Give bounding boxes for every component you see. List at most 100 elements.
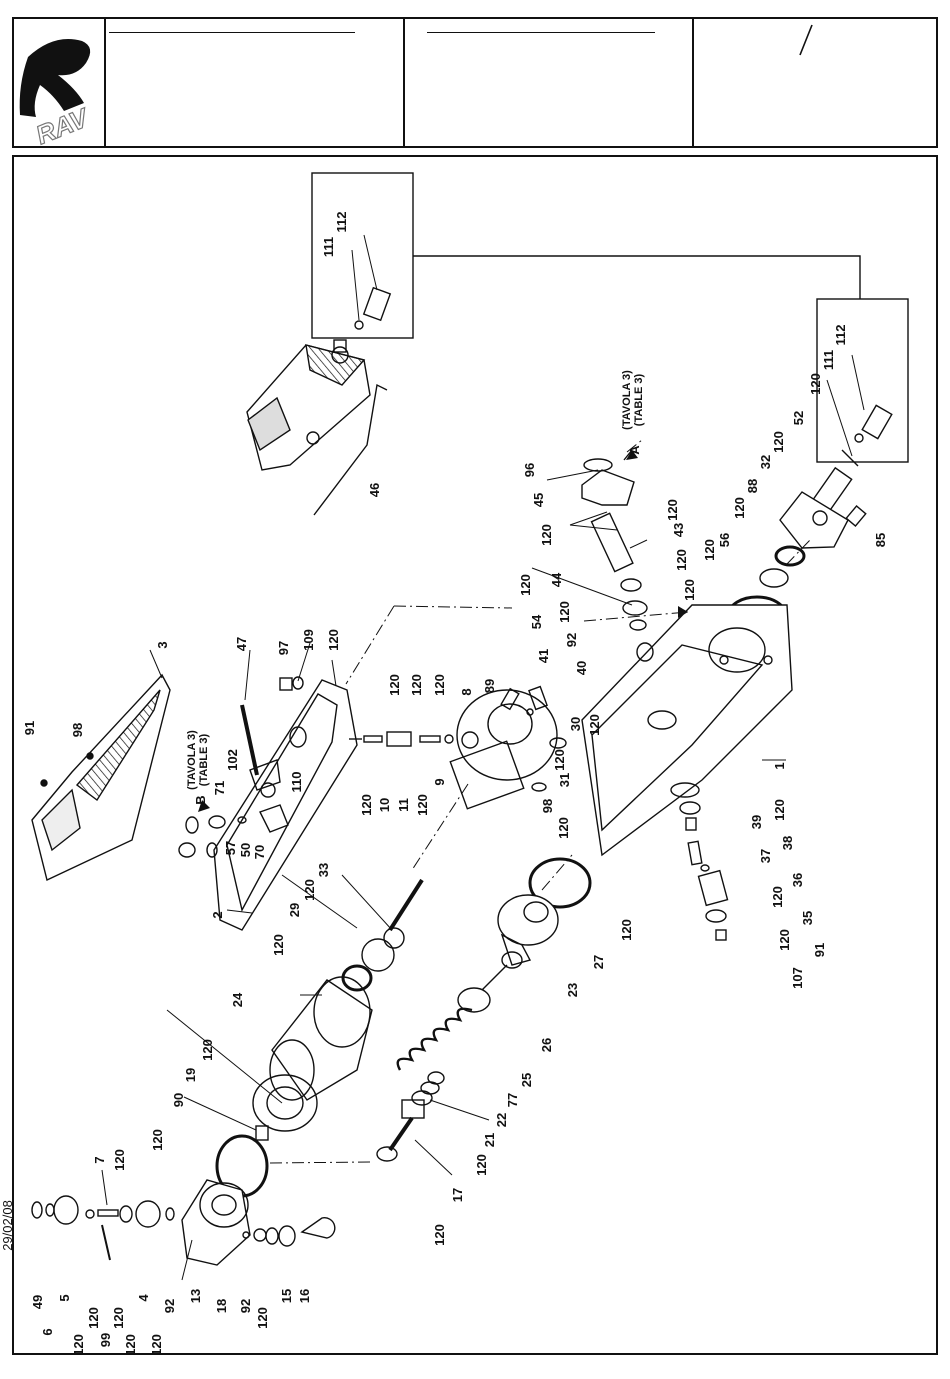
table-ref-refA2: (TABLE 3) [633, 373, 645, 426]
part-label-p120e: 120 [539, 524, 554, 546]
valve-stem-17 [376, 1099, 425, 1162]
valve-column-43 [581, 449, 654, 662]
part-label-p120h: 120 [518, 574, 533, 596]
fitting-112-upper [354, 286, 392, 330]
cylinder-24 [269, 976, 373, 1101]
part-label-p120s: 120 [556, 817, 571, 839]
part-label-p120aj: 120 [255, 1307, 270, 1329]
part-label-p6: 6 [40, 1328, 55, 1335]
part-label-p92c: 92 [238, 1299, 253, 1313]
part-label-p89: 89 [482, 679, 497, 693]
table-ref-refA1: (TAVOLA 3) [621, 370, 633, 430]
part-label-p90: 90 [171, 1093, 186, 1107]
part-label-p88: 88 [745, 479, 760, 493]
part-label-p54: 54 [529, 614, 544, 629]
part-label-p19: 19 [183, 1068, 198, 1082]
part-label-p92b: 92 [162, 1299, 177, 1313]
exploded-parts-diagram: 1121114611211112052120328812056120859645… [22, 172, 909, 1356]
part-label-p120ac: 120 [150, 1129, 165, 1151]
part-label-p45: 45 [531, 493, 546, 507]
rav-logo-icon: RAV [19, 39, 95, 151]
part-label-p3: 3 [155, 641, 170, 648]
part-label-p98b: 98 [540, 799, 555, 813]
left-stack-parts [31, 1195, 336, 1261]
header-cell-1 [106, 19, 405, 146]
part-label-p96: 96 [522, 463, 537, 477]
part-label-p41: 41 [536, 649, 551, 663]
part-label-p25: 25 [519, 1073, 534, 1087]
part-label-p120ah: 120 [123, 1334, 138, 1353]
fitting-112-right [854, 404, 893, 443]
part-label-p120f: 120 [665, 499, 680, 521]
part-label-p9: 9 [432, 778, 447, 785]
part-label-p71: 71 [212, 781, 227, 795]
pedal-cover-3 [31, 673, 171, 881]
part-label-p10: 10 [377, 798, 392, 812]
part-label-p120m: 120 [409, 674, 424, 696]
part-label-p120r: 120 [552, 749, 567, 771]
part-label-p17: 17 [450, 1188, 465, 1202]
part-label-p120z: 120 [474, 1154, 489, 1176]
part-label-p112a: 112 [334, 212, 349, 233]
bushing-29 [361, 927, 405, 972]
part-label-p120w: 120 [302, 879, 317, 901]
part-label-p120ag: 120 [111, 1307, 126, 1329]
part-label-pA: A [627, 445, 642, 455]
part-label-p99: 99 [98, 1333, 113, 1347]
part-label-p120k: 120 [326, 629, 341, 651]
part-label-p24: 24 [230, 992, 245, 1007]
cylinder-18 [181, 1179, 251, 1266]
part-label-p120ae: 120 [71, 1334, 86, 1353]
spring-25 [396, 1007, 473, 1071]
part-label-p23: 23 [565, 983, 580, 997]
part-label-p120af: 120 [86, 1307, 101, 1329]
part-label-p85: 85 [873, 533, 888, 547]
part-label-p21: 21 [482, 1133, 497, 1147]
part-label-p120l: 120 [387, 674, 402, 696]
part-label-pB: B [193, 795, 208, 804]
part-label-p13: 13 [188, 1289, 203, 1303]
parts-77-22-21 [411, 1071, 445, 1106]
part-label-p120i: 120 [682, 579, 697, 601]
part-label-p120t: 120 [772, 799, 787, 821]
header-rule-2 [427, 32, 655, 33]
part-label-p120a: 120 [808, 373, 823, 395]
part-label-p107: 107 [790, 967, 805, 989]
part-label-p120n: 120 [432, 674, 447, 696]
valve-body-31 [449, 689, 558, 810]
header-slash-mark [799, 24, 813, 56]
part-label-p33: 33 [316, 863, 331, 877]
part-label-p77: 77 [505, 1093, 520, 1107]
pin-33 [388, 878, 424, 932]
part-label-p22: 22 [494, 1113, 509, 1127]
part-label-p26: 26 [539, 1038, 554, 1052]
small-fittings-89 [500, 685, 567, 792]
part-label-p38: 38 [780, 836, 795, 850]
part-label-p57: 57 [223, 841, 238, 855]
part-label-p110: 110 [289, 772, 304, 793]
clamp-19 [252, 1074, 318, 1141]
main-housing-1 [581, 604, 793, 857]
pedal-assembly-46 [246, 339, 388, 516]
part-label-p120c: 120 [732, 497, 747, 519]
part-label-p120v: 120 [777, 929, 792, 951]
part-label-p98a: 98 [70, 723, 85, 737]
part-label-p7: 7 [92, 1156, 107, 1163]
part-label-p18: 18 [214, 1299, 229, 1313]
parts-97-110 [259, 676, 307, 833]
part-label-p44: 44 [549, 572, 564, 587]
parts-50-71 [178, 815, 247, 858]
part-label-p31: 31 [557, 773, 572, 787]
leader-lines [101, 234, 865, 1281]
part-label-p11: 11 [396, 798, 411, 812]
part-label-p120o: 120 [359, 794, 374, 816]
part-label-p92a: 92 [564, 633, 579, 647]
part-label-p111b: 111 [821, 350, 836, 370]
part-label-p2: 2 [210, 911, 225, 918]
part-label-p40: 40 [574, 661, 589, 675]
part-label-p47: 47 [234, 637, 249, 651]
part-label-p120q: 120 [587, 714, 602, 736]
part-label-p43: 43 [671, 523, 686, 537]
